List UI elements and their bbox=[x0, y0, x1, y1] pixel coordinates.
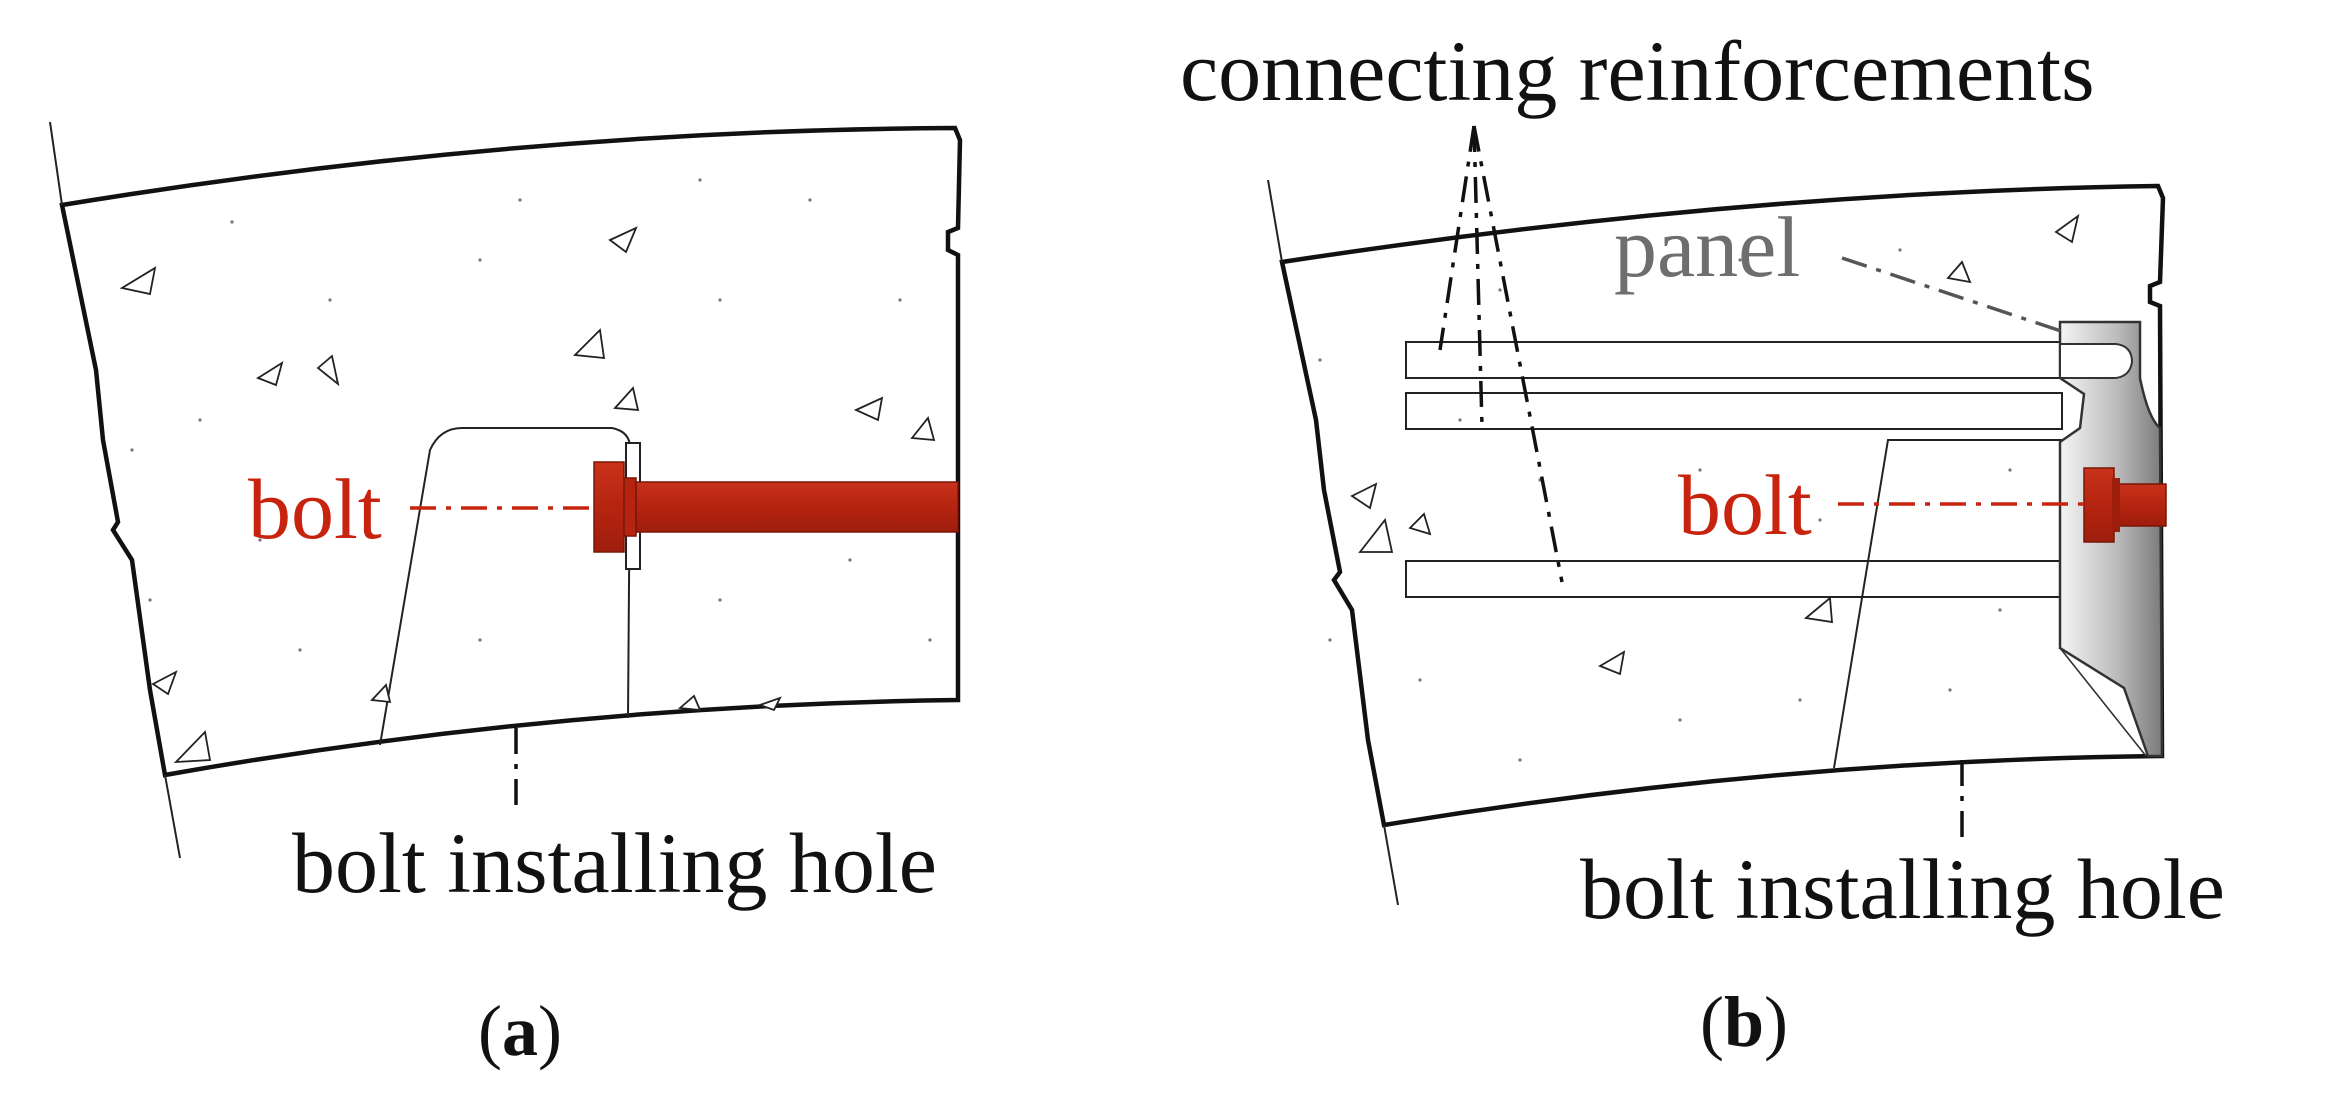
panel-b: connecting reinforcements panel bolt bol… bbox=[1180, 23, 2225, 1062]
hole-label-a: bolt installing hole bbox=[292, 815, 937, 911]
aggregate-a bbox=[119, 226, 936, 764]
bolt-head-a bbox=[593, 461, 625, 553]
reinforcements-b bbox=[1405, 341, 2127, 598]
caption-a: (a) bbox=[478, 991, 562, 1071]
bolt-hole-b bbox=[1833, 439, 2066, 769]
hole-label-b: bolt installing hole bbox=[1580, 841, 2225, 937]
reinforcement-bar-3 bbox=[1405, 560, 2063, 598]
panel-leader-b bbox=[1841, 256, 2065, 334]
bolt-shank-b bbox=[2113, 483, 2167, 527]
cut-edge-a-lower bbox=[164, 774, 181, 859]
reinforcement-bar-2 bbox=[1405, 392, 2063, 430]
panel-a: bolt bolt installing hole (a) bbox=[49, 121, 963, 1071]
bolt-label-a: bolt bbox=[248, 461, 382, 557]
cut-edge-a bbox=[49, 121, 63, 206]
bolt-a bbox=[593, 461, 959, 553]
panel-bore-b bbox=[2059, 343, 2134, 379]
panel-edge-b bbox=[2059, 647, 2147, 757]
reinforcement-leaders-b bbox=[1438, 125, 1564, 583]
panel-label-b: panel bbox=[1614, 199, 1800, 295]
bolt-label-b: bolt bbox=[1678, 457, 1812, 553]
aggregate-b bbox=[1350, 213, 2080, 676]
caption-b: (b) bbox=[1700, 982, 1788, 1062]
bolt-shank-a bbox=[635, 481, 959, 533]
cut-edge-b bbox=[1267, 179, 1283, 263]
bolt-head-b bbox=[2083, 467, 2115, 543]
segment-body-a bbox=[59, 125, 963, 778]
bolt-b bbox=[2083, 467, 2167, 543]
reinforcement-label-b: connecting reinforcements bbox=[1180, 23, 2095, 119]
cut-edge-b-lower bbox=[1383, 824, 1399, 906]
bolt-nut-b bbox=[2112, 478, 2120, 532]
reinforcement-bar-1 bbox=[1405, 341, 2127, 379]
